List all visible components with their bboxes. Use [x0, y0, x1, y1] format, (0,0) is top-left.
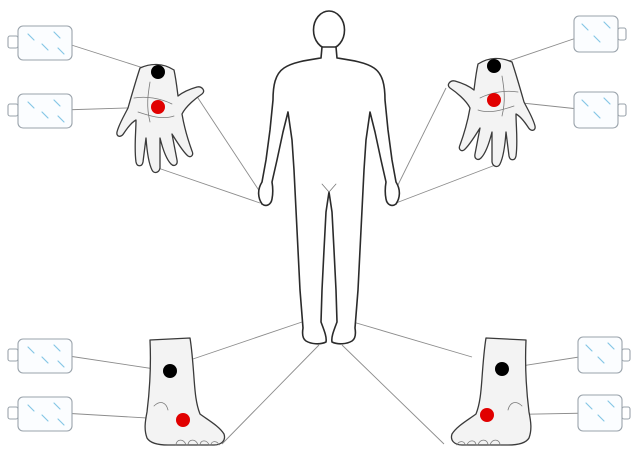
electrode-pad-bottom-right-2 [578, 395, 630, 431]
pad-body [18, 94, 72, 128]
pad-connector-tab [8, 104, 18, 116]
right-foot [145, 338, 224, 445]
electrode-pad-bottom-left-2 [8, 397, 72, 431]
right-foot-outline [145, 338, 224, 445]
pad-body [574, 92, 618, 128]
right-foot-electrode-red [176, 413, 190, 427]
pad-connector-tab [618, 104, 626, 116]
leader-right-hand-lower [158, 168, 260, 203]
electrode-pad-top-right-1 [574, 16, 626, 52]
leader-left-foot-lower [342, 345, 444, 444]
electrode-pad-top-right-2 [574, 92, 626, 128]
head [314, 11, 345, 49]
pad-connector-tab [622, 349, 630, 361]
left-hand-electrode-black [487, 59, 501, 73]
left-foot-electrode-black [495, 362, 509, 376]
electrode-pad-top-left-1 [8, 26, 72, 60]
pad-connector-tab [8, 349, 18, 361]
electrode-pad-top-left-2 [8, 94, 72, 128]
electrode-pad-bottom-left-1 [8, 339, 72, 373]
leader-right-foot-lower [222, 345, 319, 444]
leader-right-hand-upper [194, 92, 262, 195]
pad-body [18, 339, 72, 373]
pad-connector-tab [622, 407, 630, 419]
body-figure [259, 47, 400, 344]
pad-connector-tab [8, 407, 18, 419]
right-hand [117, 64, 204, 172]
leader-right-foot-upper [190, 322, 302, 360]
human-body-outline [259, 11, 400, 344]
right-foot-electrode-black [163, 364, 177, 378]
pad-connector-tab [8, 36, 18, 48]
leader-left-foot-upper [353, 322, 472, 357]
leader-left-hand-lower [396, 164, 498, 203]
pad-body [578, 395, 622, 431]
electrode-pad-bottom-right-1 [578, 337, 630, 373]
left-hand-outline [448, 58, 535, 166]
left-hand-electrode-red [487, 93, 501, 107]
pad-body [578, 337, 622, 373]
pad-body [18, 26, 72, 60]
right-hand-outline [117, 64, 204, 172]
left-foot-electrode-red [480, 408, 494, 422]
right-hand-electrode-red [151, 100, 165, 114]
pad-connector-tab [618, 28, 626, 40]
right-hand-electrode-black [151, 65, 165, 79]
pad-body [574, 16, 618, 52]
left-hand [448, 58, 535, 166]
pad-body [18, 397, 72, 431]
leader-left-hand-upper [392, 88, 446, 197]
